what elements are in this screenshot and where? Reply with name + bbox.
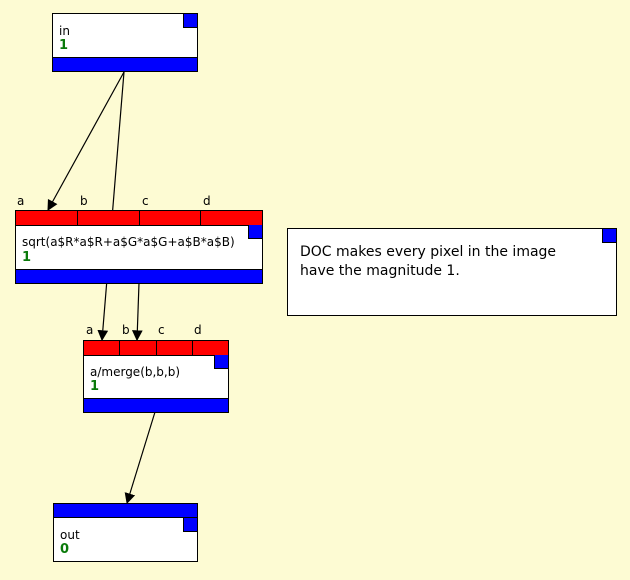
doc-note-corner-handle[interactable] [602, 229, 616, 243]
sqrt-port-c[interactable] [139, 211, 202, 225]
sqrt-port-b[interactable] [77, 211, 140, 225]
node-in-label: in [59, 24, 70, 38]
sqrt-port-a[interactable] [16, 211, 78, 225]
merge-port-a-label: a [86, 323, 94, 337]
merge-port-b-label: b [122, 323, 130, 337]
sqrt-port-d-label: d [203, 194, 211, 208]
sqrt-port-a-label: a [17, 194, 25, 208]
node-merge-count: 1 [90, 379, 100, 394]
sqrt-port-c-label: c [142, 194, 149, 208]
edge-in-to-sqrt-a [47, 71, 125, 211]
node-sqrt-output-bar[interactable] [16, 269, 262, 283]
doc-note-text: DOC makes every pixel in the image have … [300, 244, 557, 279]
node-sqrt-label: sqrt(a$R*a$R+a$G*a$G+a$B*a$B) [22, 235, 235, 249]
node-merge-label: a/merge(b,b,b) [90, 365, 181, 379]
node-sqrt-count: 1 [22, 250, 32, 265]
node-in-output-bar[interactable] [53, 57, 197, 71]
node-merge[interactable]: a/merge(b,b,b) 1 [83, 340, 229, 413]
merge-port-d[interactable] [192, 341, 228, 355]
node-merge-corner-handle[interactable] [214, 355, 228, 369]
edge-sqrt-to-merge-b [131, 282, 143, 342]
merge-port-a[interactable] [84, 341, 121, 355]
node-merge-output-bar[interactable] [84, 398, 228, 412]
merge-port-d-label: d [194, 323, 202, 337]
node-in-count: 1 [59, 38, 69, 53]
edge-merge-to-out [124, 411, 156, 505]
edge-in-to-merge-a [97, 71, 125, 342]
node-out-count: 0 [60, 542, 70, 557]
node-out[interactable]: out 0 [53, 503, 198, 562]
merge-port-c[interactable] [156, 341, 193, 355]
node-in[interactable]: in 1 [52, 13, 198, 72]
node-out-input-bar[interactable] [54, 504, 197, 518]
node-out-label: out [60, 528, 80, 542]
merge-port-c-label: c [158, 323, 165, 337]
node-in-corner-handle[interactable] [183, 14, 197, 28]
node-sqrt[interactable]: sqrt(a$R*a$R+a$G*a$G+a$B*a$B) 1 [15, 210, 263, 284]
sqrt-input-ports [16, 211, 262, 226]
node-sqrt-corner-handle[interactable] [248, 225, 262, 239]
merge-input-ports [84, 341, 228, 356]
sqrt-port-d[interactable] [201, 211, 262, 225]
doc-note[interactable]: DOC makes every pixel in the image have … [287, 228, 617, 316]
node-out-corner-handle[interactable] [183, 518, 197, 532]
sqrt-port-b-label: b [80, 194, 88, 208]
merge-port-b[interactable] [120, 341, 157, 355]
